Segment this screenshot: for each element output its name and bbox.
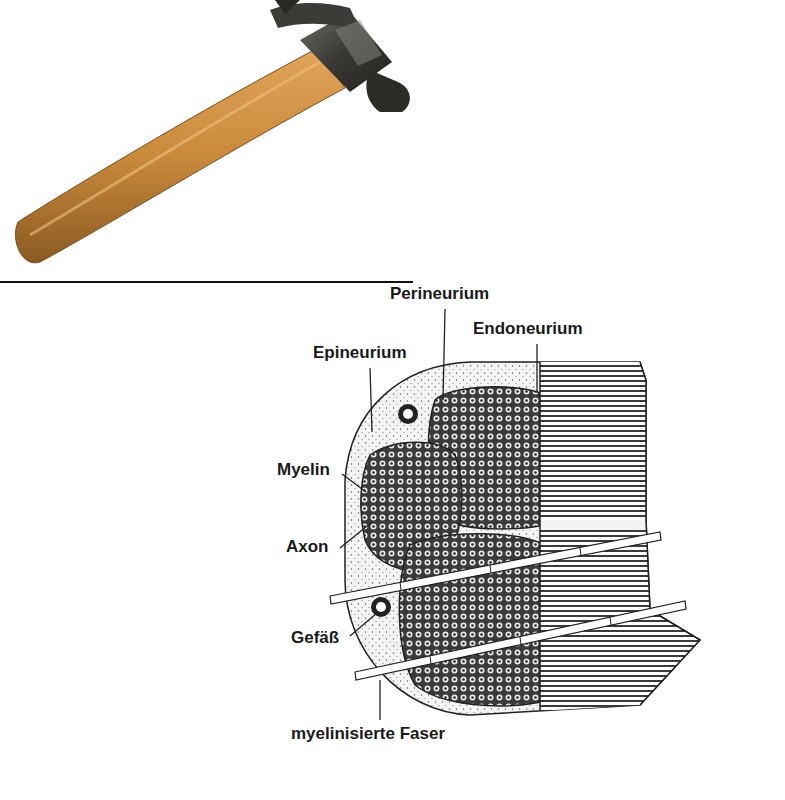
nerve-illustration <box>330 360 710 720</box>
myelinated-fiber <box>330 532 686 680</box>
separator-line <box>0 281 413 283</box>
part-label: Epineurium <box>313 343 407 363</box>
hammer-photo <box>15 0 409 263</box>
part-label: Perineurium <box>390 284 489 304</box>
leader-lines <box>340 309 537 720</box>
part-label: Myelin <box>277 460 330 480</box>
part-label: Endoneurium <box>473 319 583 339</box>
part-label: Axon <box>286 537 329 557</box>
part-label: Gefäß <box>291 628 339 648</box>
part-label: myelinisierte Faser <box>291 724 445 744</box>
